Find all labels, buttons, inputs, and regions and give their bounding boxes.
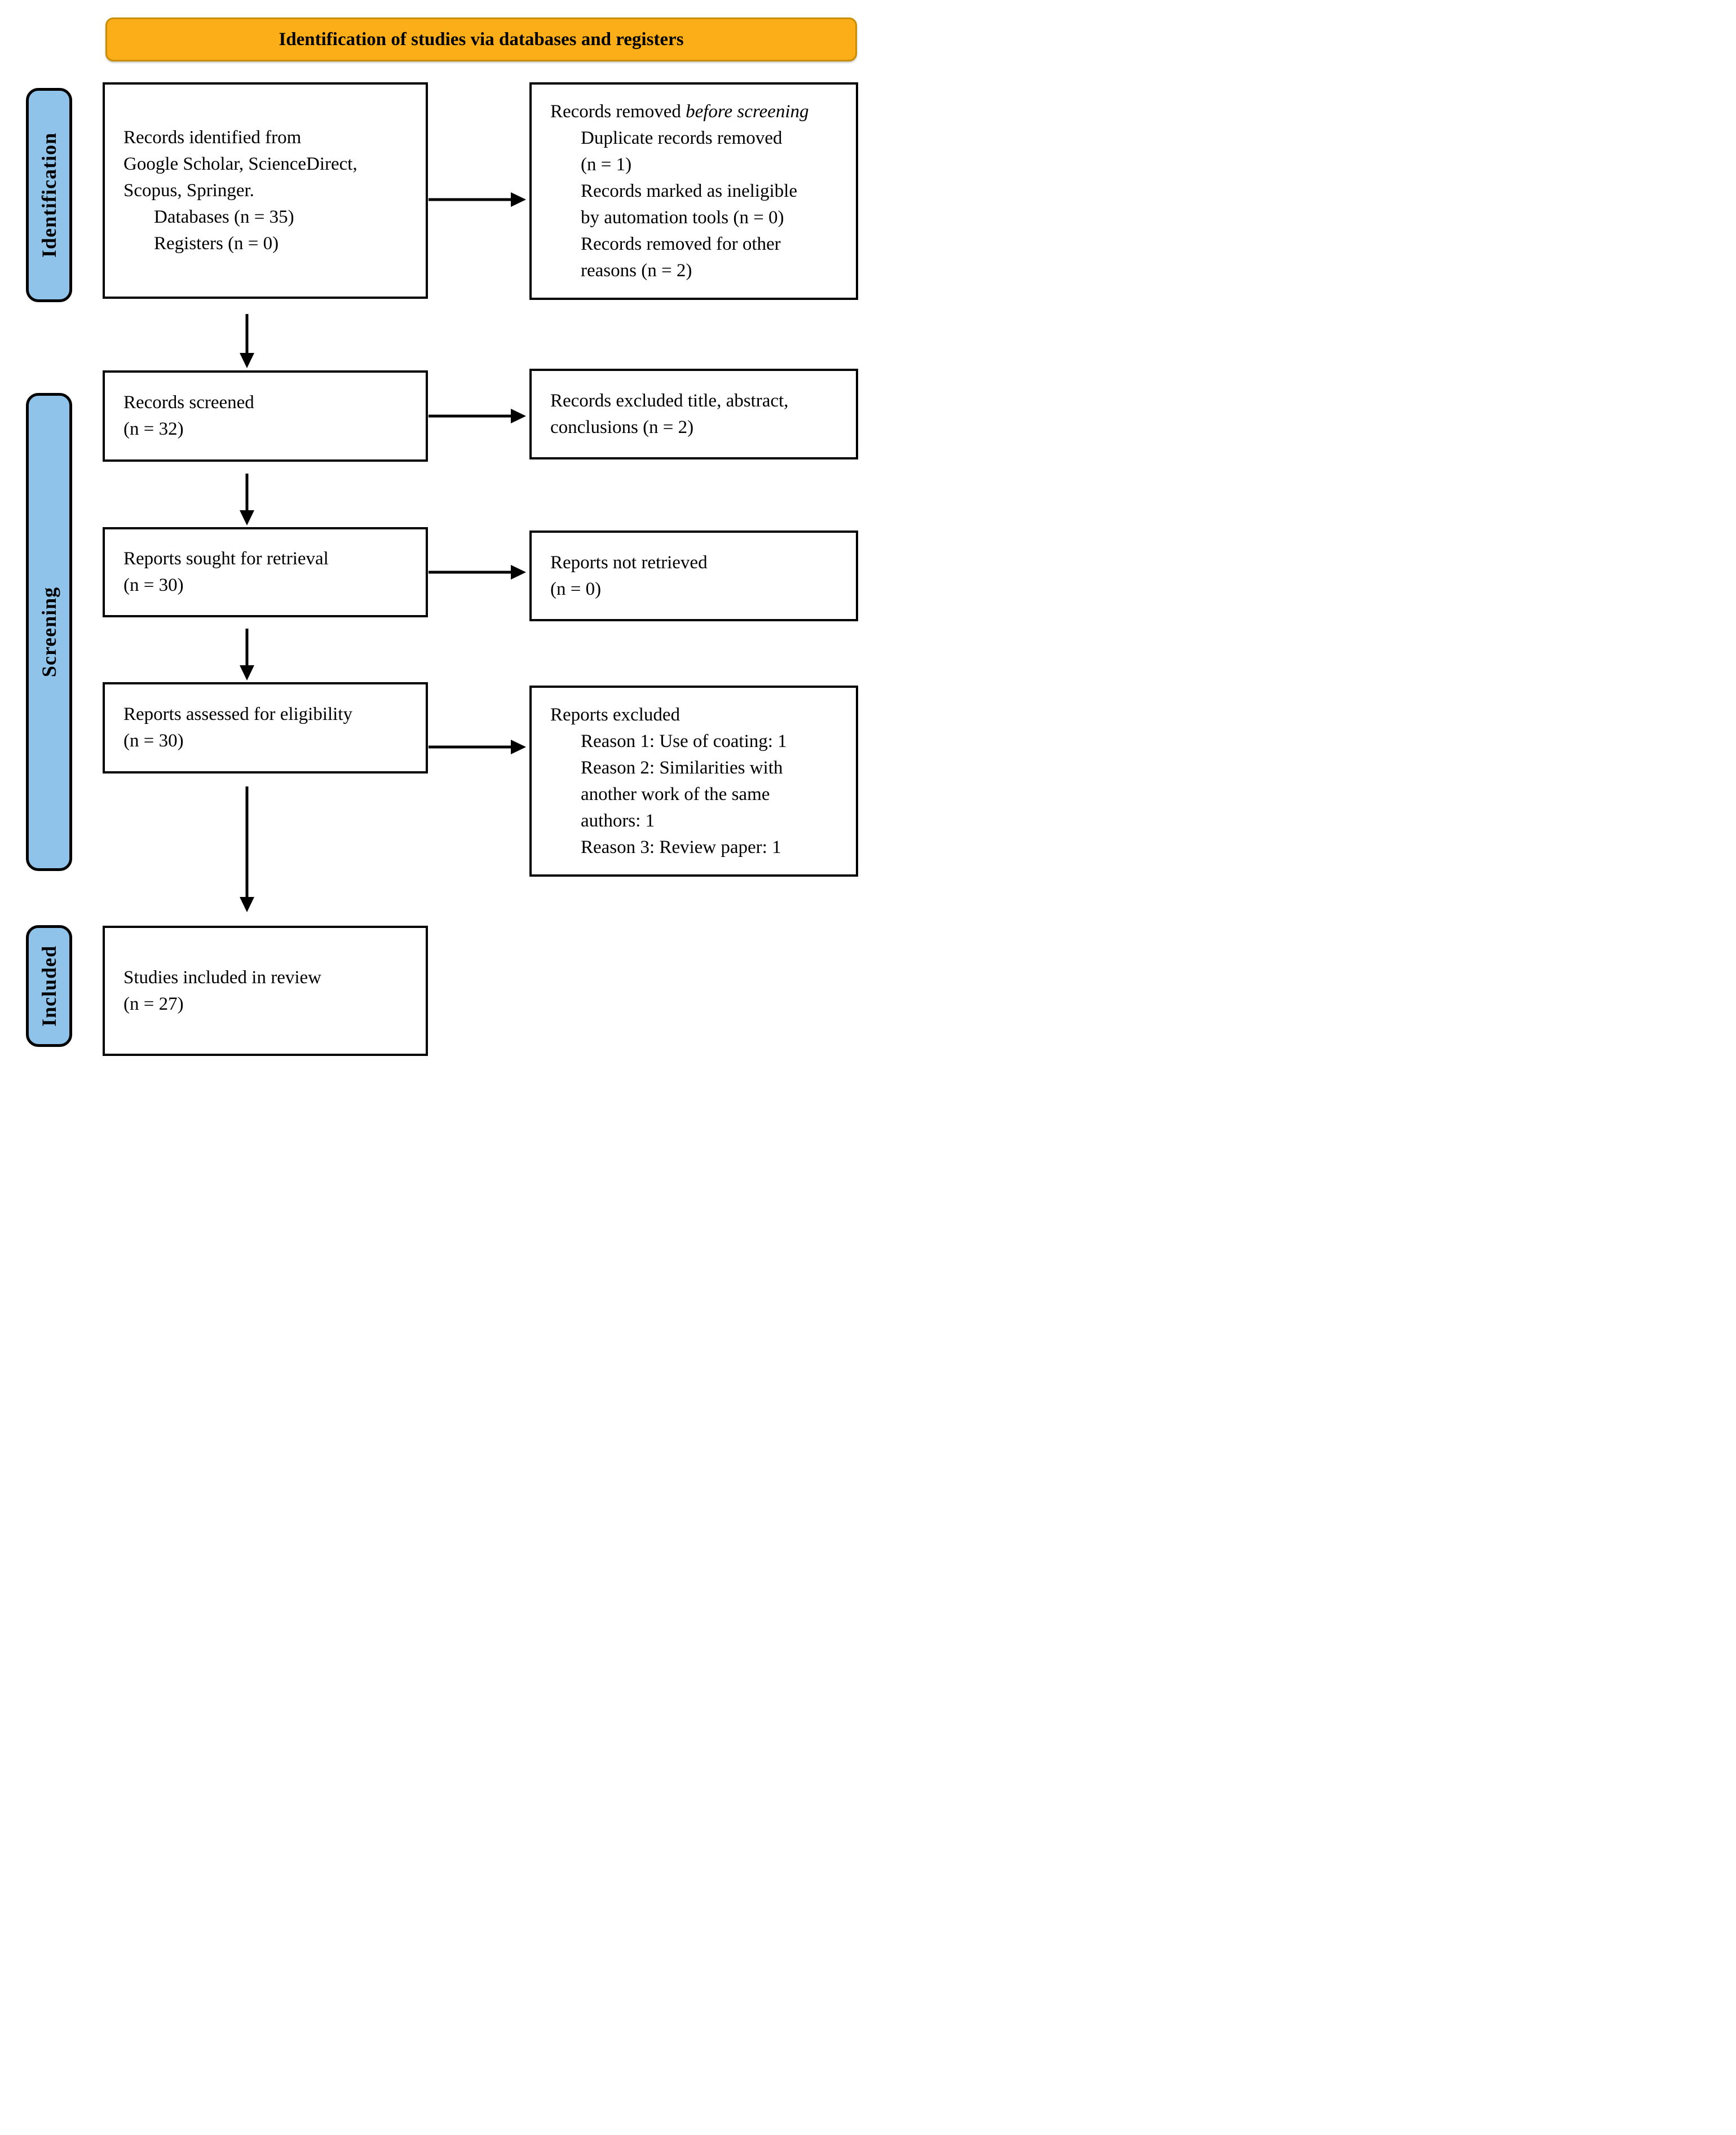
box-studies-included: Studies included in review (n = 27): [103, 926, 428, 1056]
box-text-line: Registers (n = 0): [154, 233, 279, 254]
box-reports-sought: Reports sought for retrieval (n = 30): [103, 527, 428, 617]
arrow-right-assessed-to-reports-excluded-icon: [429, 740, 526, 754]
box-text-line: Records removed before screening: [550, 99, 845, 125]
box-text-line: (n = 0): [550, 578, 602, 599]
stage-label-screening-text: Screening: [38, 586, 60, 678]
arrow-down-sought-to-assessed-icon: [240, 629, 254, 680]
box-reports-assessed: Reports assessed for eligibility (n = 30…: [103, 682, 428, 773]
box-text-line: Reason 3: Review paper: 1: [581, 837, 781, 857]
box-text-line: Records removed for other: [581, 233, 781, 254]
box-records-removed: Records removed before screening Duplica…: [529, 82, 858, 300]
stage-label-included-text: Included: [38, 945, 60, 1027]
box-text-line: Reports not retrieved: [550, 552, 708, 573]
box-text-line: (n = 30): [123, 731, 184, 751]
box-text-line: conclusions (n = 2): [550, 417, 694, 437]
box-text-line: Reports sought for retrieval: [123, 549, 329, 569]
banner: Identification of studies via databases …: [105, 17, 857, 61]
arrow-down-identified-to-screened-icon: [240, 314, 254, 368]
box-records-screened: Records screened (n = 32): [103, 370, 428, 462]
box-reports-excluded: Reports excluded Reason 1: Use of coatin…: [529, 686, 858, 877]
banner-title: Identification of studies via databases …: [279, 29, 684, 50]
box-text-line: (n = 27): [123, 993, 184, 1014]
arrow-down-assessed-to-included-icon: [240, 786, 254, 912]
box-text-line: reasons (n = 2): [581, 260, 692, 281]
box-text-line: Reason 1: Use of coating: 1: [581, 731, 787, 752]
box-text-line: Databases (n = 35): [154, 206, 294, 227]
box-text-line: Reports excluded: [550, 704, 681, 725]
box-text-line: Reports assessed for eligibility: [123, 704, 353, 724]
box-text-line: authors: 1: [581, 810, 655, 831]
box-text-line: Records marked as ineligible: [581, 180, 797, 201]
arrow-right-sought-to-not-retrieved-icon: [429, 565, 526, 580]
box-text-line: (n = 32): [123, 419, 184, 439]
stage-label-identification-text: Identification: [38, 132, 61, 258]
box-text-line: another work of the same: [581, 784, 770, 805]
stage-label-identification: Identification: [26, 88, 72, 302]
arrow-right-screened-to-excluded-icon: [429, 409, 526, 423]
box-text-line: Reason 2: Similarities with: [581, 757, 783, 778]
box-text-line: Records identified from: [123, 127, 302, 148]
arrow-down-screened-to-sought-icon: [240, 474, 254, 525]
box-text-line: Duplicate records removed: [581, 127, 783, 148]
stage-label-included: Included: [26, 925, 72, 1047]
prisma-flow-diagram: Identification of studies via databases …: [0, 0, 868, 1068]
box-text-line: Google Scholar, ScienceDirect,: [123, 153, 357, 174]
box-text-segment: Records removed: [550, 101, 686, 122]
box-text-line: (n = 30): [123, 575, 184, 595]
box-records-identified: Records identified from Google Scholar, …: [103, 82, 428, 299]
box-text-line: Records excluded title, abstract,: [550, 390, 789, 411]
box-reports-not-retrieved: Reports not retrieved (n = 0): [529, 531, 858, 621]
box-records-excluded: Records excluded title, abstract, conclu…: [529, 369, 858, 459]
box-text-line: Scopus, Springer.: [123, 180, 254, 201]
box-text-line: Records screened: [123, 392, 254, 413]
arrow-right-identified-to-removed-icon: [429, 192, 526, 207]
box-text-line: Studies included in review: [123, 967, 322, 988]
box-text-line: by automation tools (n = 0): [581, 207, 784, 228]
stage-label-screening: Screening: [26, 393, 72, 871]
box-text-segment-italic: before screening: [686, 101, 809, 122]
box-text-line: (n = 1): [581, 154, 632, 175]
